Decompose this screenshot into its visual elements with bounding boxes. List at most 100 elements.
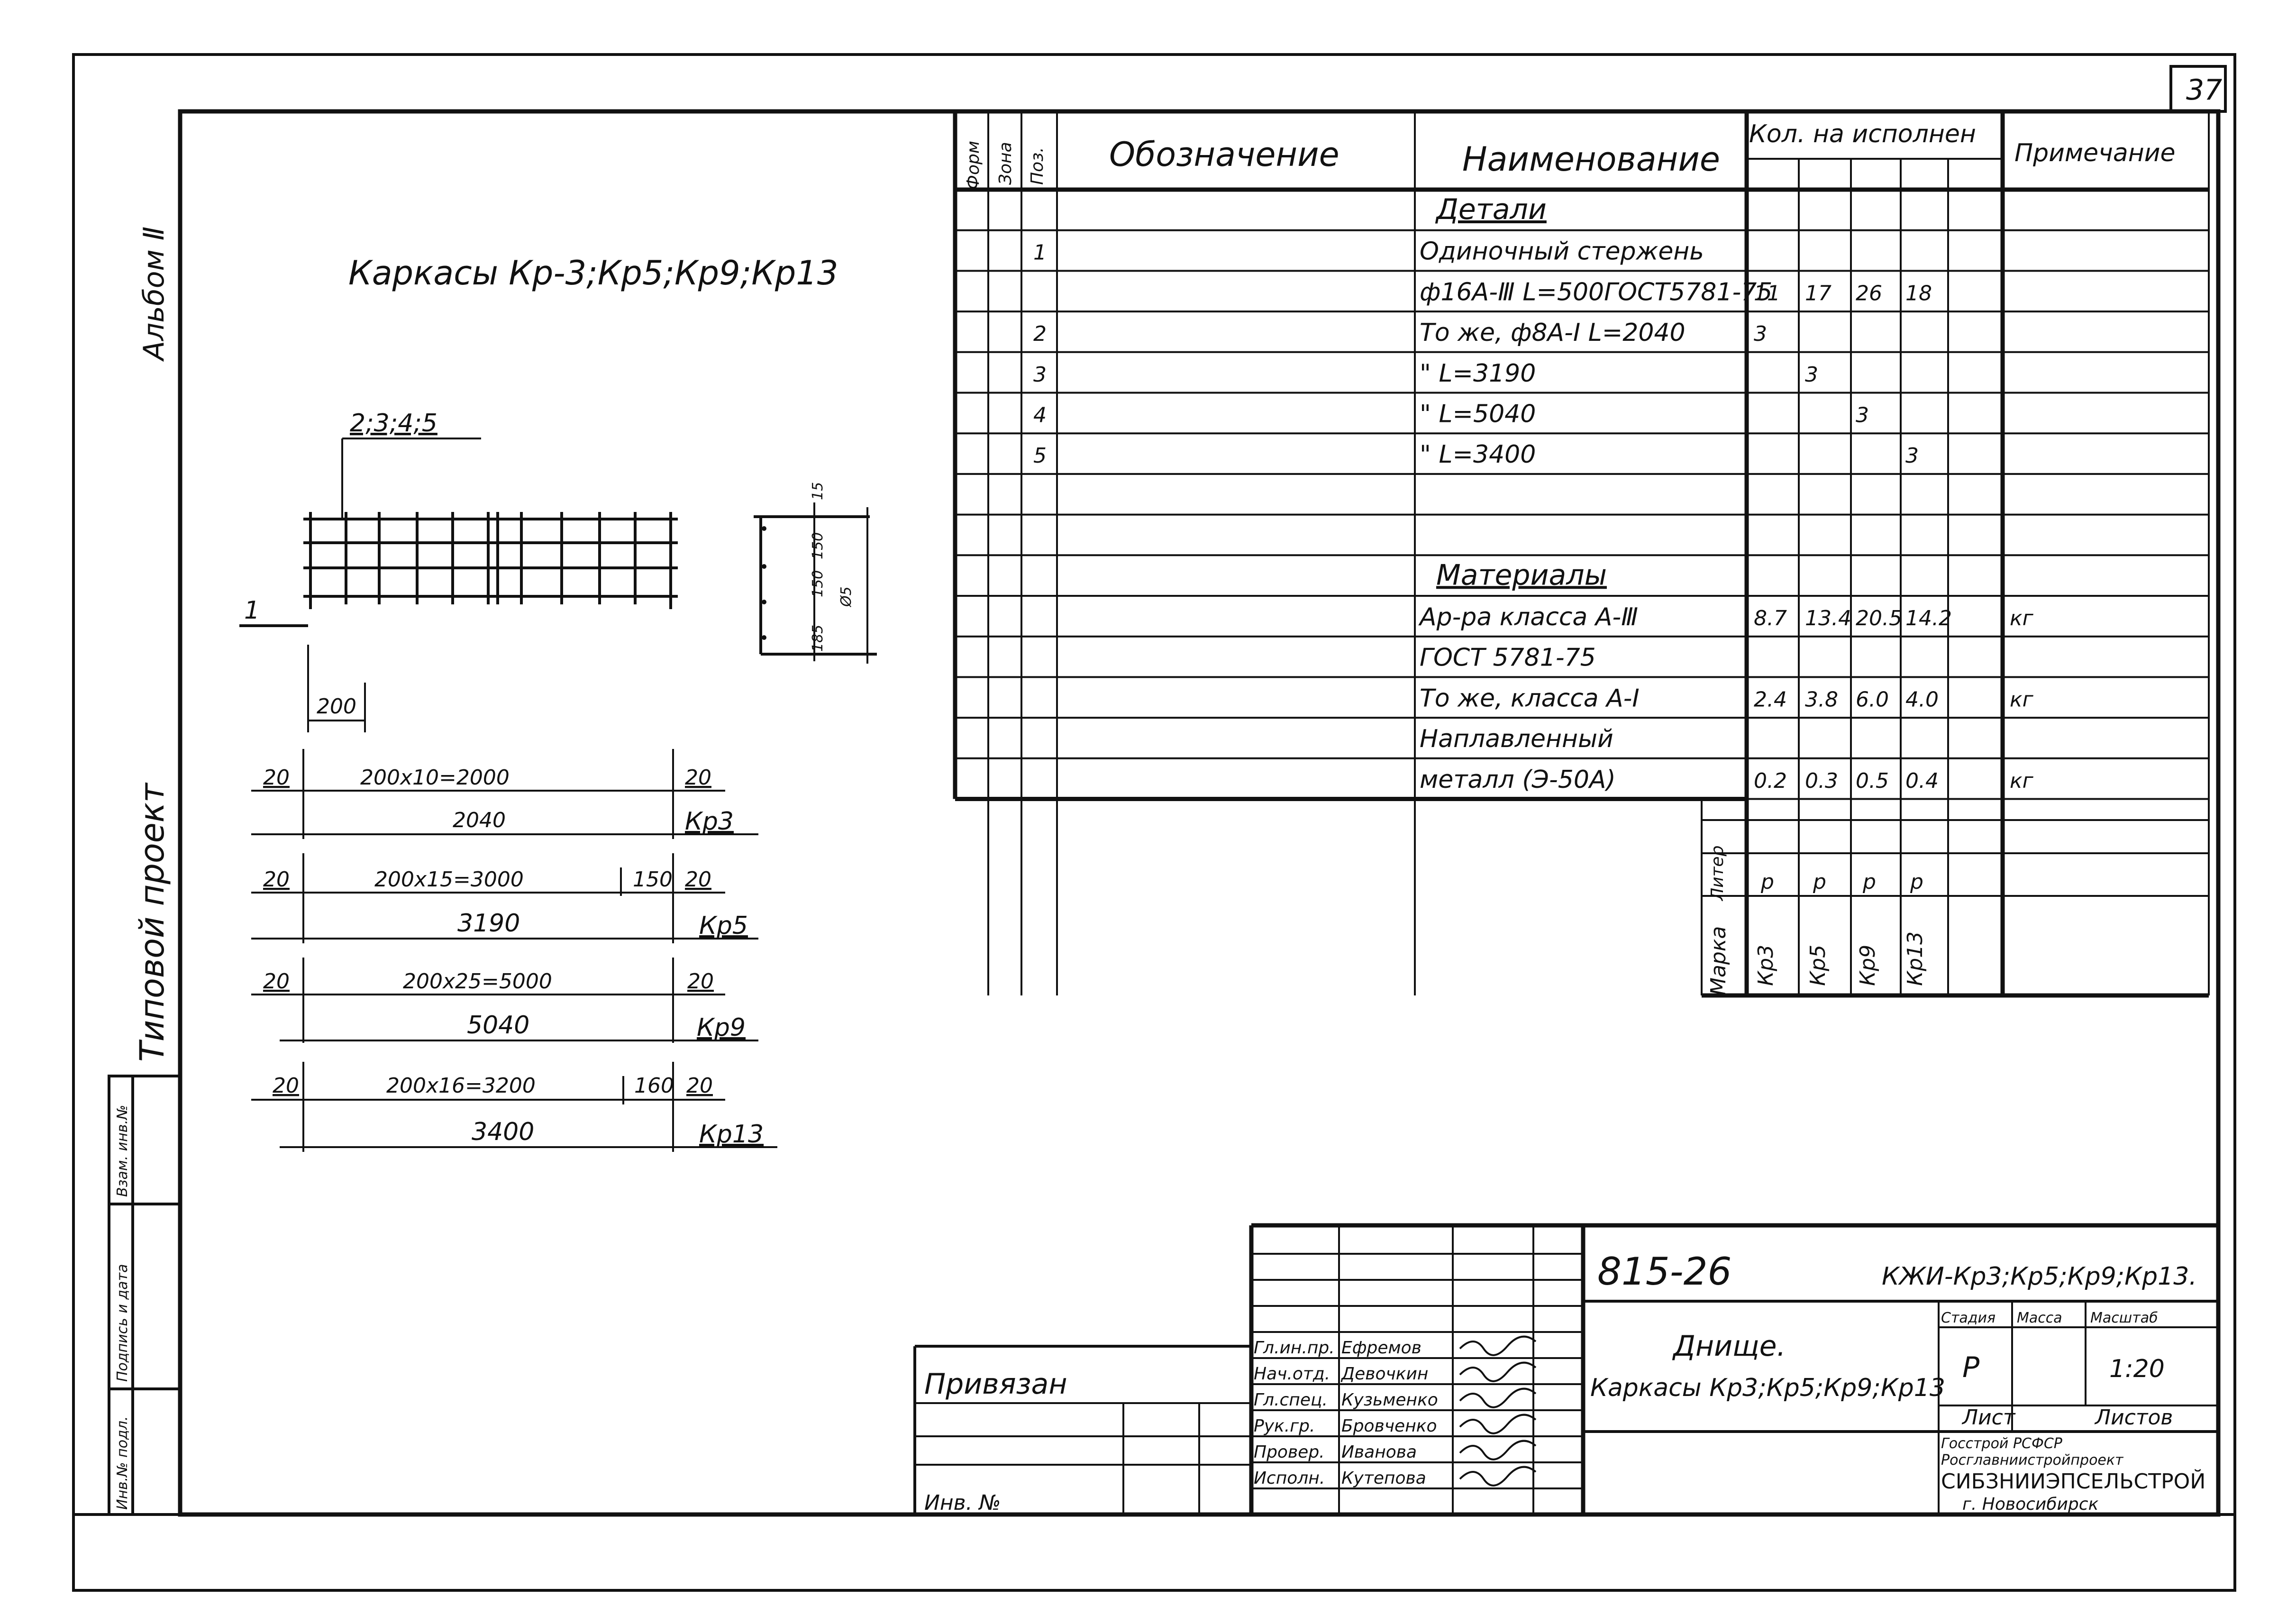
spec-qty: 4.0 [1905,687,1939,712]
spec-qty: 3 [1905,444,1919,468]
svg-text:3190: 3190 [457,909,520,938]
mass-label: Масса [2017,1310,2062,1326]
spec-qty: 18 [1905,281,1932,305]
sheets-label: Листов [2094,1405,2173,1430]
signature-row: Рук.гр.Бровченко [1254,1414,1537,1436]
signature-row: Исполн.Кутепова [1254,1466,1537,1488]
spec-qty: 0.5 [1856,769,1889,793]
svg-text:Взам. инв.№: Взам. инв.№ [114,1105,131,1197]
sheet-number: 37 [2186,73,2222,107]
spec-row: 3 " L=3190 3 [1033,359,1818,388]
sheet-number-box [2169,65,2227,113]
spec-name: Ар-ра класса А-Ⅲ [1418,603,1638,631]
svg-text:2040: 2040 [453,808,506,832]
org-line: СИБЗНИИЭПСЕЛЬСТРОЙ [1941,1469,2205,1494]
spec-name: То же, класса А-Ⅰ [1420,684,1640,712]
spec-qty: 0.4 [1905,769,1939,793]
mark-label: Марка [1706,926,1731,995]
spec-note: кг [2010,769,2034,793]
spec-pos: 3 [1033,363,1047,387]
signature-name: Ефремов [1341,1338,1421,1358]
spec-row: Наплавленный [1420,725,1613,753]
org-line: Росглавниистройпроект [1941,1452,2124,1469]
mark-code: КЖИ-Кр3;Кр5;Кр9;Кр13. [1882,1262,2197,1291]
org-line: г. Новосибирск [1962,1495,2099,1514]
spec-qty: 8.7 [1754,606,1787,630]
signature-scribble [1459,1440,1537,1460]
spec-header-name: Наименование [1462,140,1720,179]
mark-value: Кр9 [1856,945,1880,986]
svg-text:20: 20 [685,867,711,892]
signature-scribble [1459,1335,1537,1356]
object-name: Днище. [1672,1330,1786,1363]
signature-role: Исполн. [1254,1469,1325,1488]
spec-qty: 6.0 [1856,687,1889,712]
spec-header-designation: Обозначение [1109,135,1339,174]
project-type-label: Типовой проект [133,782,172,1062]
sheet-name: Каркасы Кр3;Кр5;Кр9;Кр13 [1590,1374,1945,1402]
signature-name: Кузьменко [1341,1390,1438,1410]
svg-text:20: 20 [263,867,290,892]
stage-label: Стадия [1941,1310,1996,1326]
svg-text:20: 20 [263,766,290,790]
svg-text:150: 150 [810,570,826,597]
signature-scribble [1459,1466,1537,1487]
scale-value: 1:20 [2109,1355,2165,1383]
svg-text:Кр9: Кр9 [697,1013,746,1042]
svg-text:20: 20 [273,1074,299,1098]
spec-note: кг [2010,606,2034,630]
signature-name: Иванова [1341,1442,1417,1462]
liter-value: р [1813,870,1826,894]
spec-pos: 5 [1033,444,1047,468]
svg-text:20: 20 [685,766,711,790]
spec-pos: 4 [1033,403,1047,428]
spec-name: То же, ф8А-Ⅰ L=2040 [1420,319,1686,347]
sheet-label: Лист [1961,1405,2016,1430]
cage-section: 15 150 150 185 Ø5 [754,482,877,664]
signature-name: Бровченко [1341,1416,1437,1436]
spec-qty: 13.4 [1805,606,1851,630]
spec-qty: 0.2 [1754,769,1787,793]
svg-text:150: 150 [633,867,673,892]
title-block: 815-26 КЖИ-Кр3;Кр5;Кр9;Кр13. Днище. Карк… [913,1223,2218,1515]
spec-note: кг [2010,687,2034,712]
side-stamp: Инв.№ подл. Подпись и дата Взам. инв.№ [108,1075,182,1516]
spec-qty: 3 [1754,322,1767,346]
signature-role: Провер. [1254,1442,1325,1462]
mark-value: Кр5 [1806,945,1830,986]
spec-qty: 3 [1805,363,1818,387]
callout-bar-label: 1 [244,596,260,625]
svg-text:200x16=3200: 200x16=3200 [386,1074,536,1098]
svg-text:185: 185 [810,625,826,652]
svg-text:Кр5: Кр5 [699,912,748,940]
outer-border [72,53,2236,1592]
svg-text:Инв.№ подл.: Инв.№ подл. [114,1416,131,1510]
svg-text:Ø5: Ø5 [838,586,855,608]
inv-label: Инв. № [924,1491,1001,1515]
cage-plan [239,512,678,627]
spec-row: Материалы [1436,558,1607,592]
spec-name: ф16А-Ⅲ L=500ГОСТ5781-75 [1420,278,1772,306]
svg-text:200: 200 [317,694,356,719]
spec-row: Детали [1435,193,1547,226]
spec-name: " L=3190 [1420,359,1536,388]
svg-text:15: 15 [810,482,826,500]
svg-text:20: 20 [687,969,714,994]
spec-qty: 0.3 [1805,769,1838,793]
spec-qty: 14.2 [1905,606,1952,630]
mark-value: Кр3 [1754,945,1778,986]
scale-label: Масштаб [2090,1310,2158,1326]
liter-value: р [1760,870,1774,894]
spec-qty: 2.4 [1754,687,1787,712]
spec-header-format: Форм [964,141,983,190]
spec-name: " L=3400 [1420,440,1536,469]
spec-name: Одиночный стержень [1420,237,1704,266]
signature-role: Гл.ин.пр. [1254,1338,1335,1358]
svg-text:150: 150 [810,532,826,559]
spec-name: ГОСТ 5781-75 [1420,644,1596,672]
dimension-row: 20 200x16=3200 160 20 3400 Кр13 [251,1062,777,1152]
